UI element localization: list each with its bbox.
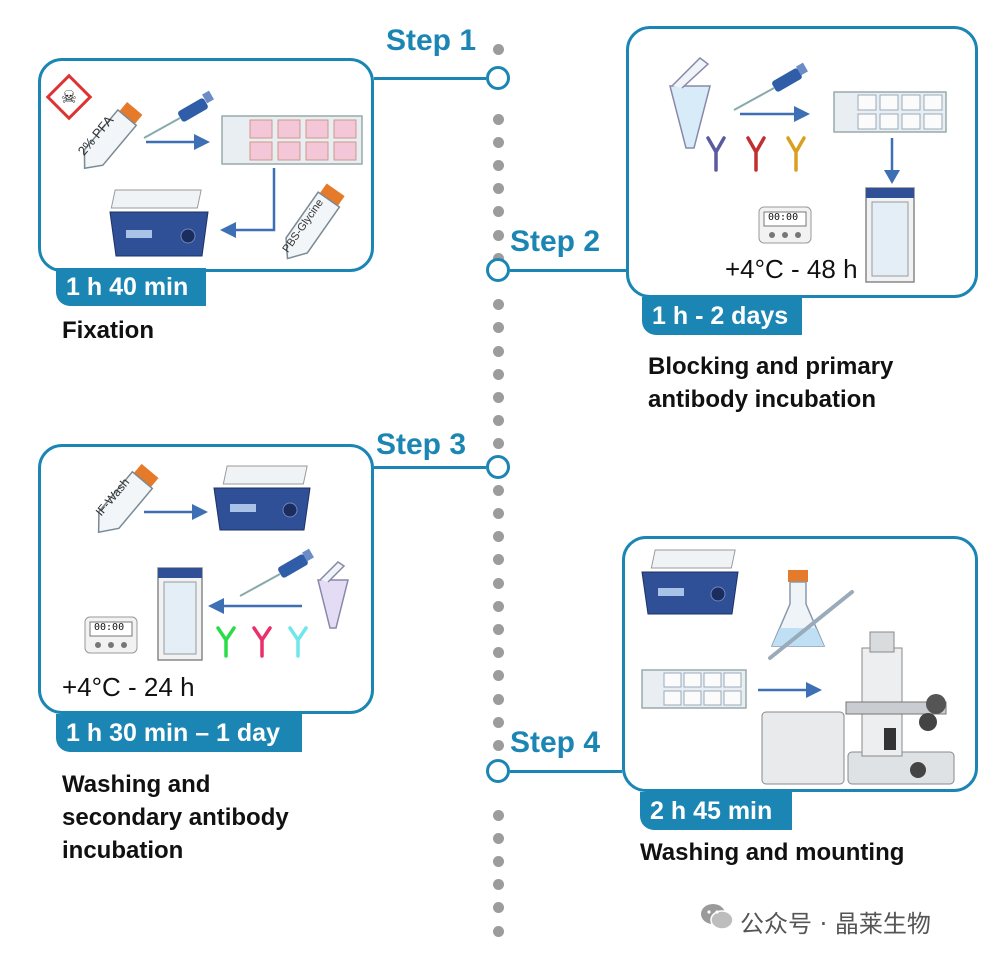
step-3-temperature: +4°C - 24 h [62,672,195,702]
pipette-icon [239,548,314,597]
step-2-temperature: +4°C - 48 h [725,254,858,284]
timer-icon [758,206,812,244]
secondary-antibody-tube-icon [317,561,349,629]
shaker-icon [109,189,209,257]
timeline-dot [493,485,504,496]
pfa-tube-icon [83,102,143,170]
step-2-caption-line: antibody incubation [648,386,876,413]
step-3-caption-line: incubation [62,837,184,864]
timeline-dot [493,578,504,589]
step-3-connector [374,466,486,469]
timeline-dot [493,322,504,333]
timeline-dot [493,392,504,403]
timeline-dot [493,160,504,171]
step-1-caption-line: Fixation [62,317,155,344]
fridge-icon [865,187,915,283]
step-1-node [486,66,510,90]
bracket-arrow-icon [220,168,276,238]
step-4-label: Step 4 [510,726,601,759]
step-2-node [486,258,510,282]
svg-text:☠: ☠ [61,87,77,108]
timer-readout: 00:00 [768,212,799,223]
timeline-dot [493,230,504,241]
timeline-dot [493,554,504,565]
watermark-text: 公众号 · 晶莱生物 [740,910,931,938]
cell-slide-icon [641,669,747,709]
timer-readout: 00:00 [94,622,125,633]
step-3-panel [38,444,374,714]
timeline-dot [493,601,504,612]
timeline-dot [493,879,504,890]
step-3-caption-line: Washing and [62,771,211,798]
timeline-dot [493,902,504,913]
step-2-duration: 1 h - 2 days [642,297,802,335]
step-2-connector [510,269,626,272]
arrow-right-icon [146,134,210,150]
step-3-node [486,455,510,479]
timeline-dot [493,508,504,519]
timeline-dot [493,415,504,426]
step-4-caption-line: Washing and mounting [640,839,905,866]
cell-slide-icon [221,115,363,165]
fridge-icon [157,567,203,661]
shaker-icon [641,549,739,615]
pipette-icon [143,90,214,139]
step-2-caption-line: Blocking and primary [648,353,894,380]
timeline-dot [493,438,504,449]
step-1-connector [374,77,486,80]
step-2-label: Step 2 [510,225,601,258]
timeline-dot [493,137,504,148]
step-2-caption: Blocking and primary antibody incubation [648,350,893,416]
step-3-caption: Washing and secondary antibody incubatio… [62,768,289,867]
timeline-dot [493,856,504,867]
if-wash-tube-icon [97,463,159,534]
timeline-dot [493,346,504,357]
cell-slide-icon [833,91,947,133]
step-4-node [486,759,510,783]
arrow-right-icon [144,504,208,520]
step-1-duration: 1 h 40 min [56,268,206,306]
step-3-label: Step 3 [376,428,467,461]
step-3-duration: 1 h 30 min – 1 day [56,714,302,752]
step-4-connector [510,770,622,773]
primary-antibodies-icon [706,136,806,172]
timeline-dot [493,810,504,821]
buffer-tube-icon [669,57,711,149]
timeline-dot [493,114,504,125]
timeline-dot [493,717,504,728]
timeline-dot [493,183,504,194]
timeline-dot [493,740,504,751]
wechat-icon [701,904,734,930]
timeline-dot [493,833,504,844]
timeline-dot [493,206,504,217]
timeline-dot [493,299,504,310]
timeline-dot [493,647,504,658]
shaker-icon [213,465,311,531]
microscope-icon [761,631,955,785]
arrow-right-icon [740,106,810,122]
step-4-duration: 2 h 45 min [640,792,792,830]
step-1-caption: Fixation [62,314,154,347]
timeline-dot [493,531,504,542]
step-3-caption-line: secondary antibody [62,804,289,831]
step-1-label: Step 1 [386,24,477,57]
step-4-caption: Washing and mounting [640,836,904,869]
arrow-right-icon [758,682,822,698]
mounting-flask-icon [768,570,854,660]
fluorescent-antibodies-icon [216,626,308,658]
arrow-down-icon [884,138,900,184]
timer-icon [84,616,138,654]
hazard-icon: ☠ [45,73,93,121]
timeline-dot [493,369,504,380]
timeline-dot [493,624,504,635]
pbs-glycine-tube-icon [285,183,345,260]
timeline-dot [493,670,504,681]
timeline-dot [493,44,504,55]
arrow-left-icon [208,598,302,614]
timeline-dot [493,694,504,705]
pipette-icon [733,62,808,111]
timeline-dot [493,926,504,937]
